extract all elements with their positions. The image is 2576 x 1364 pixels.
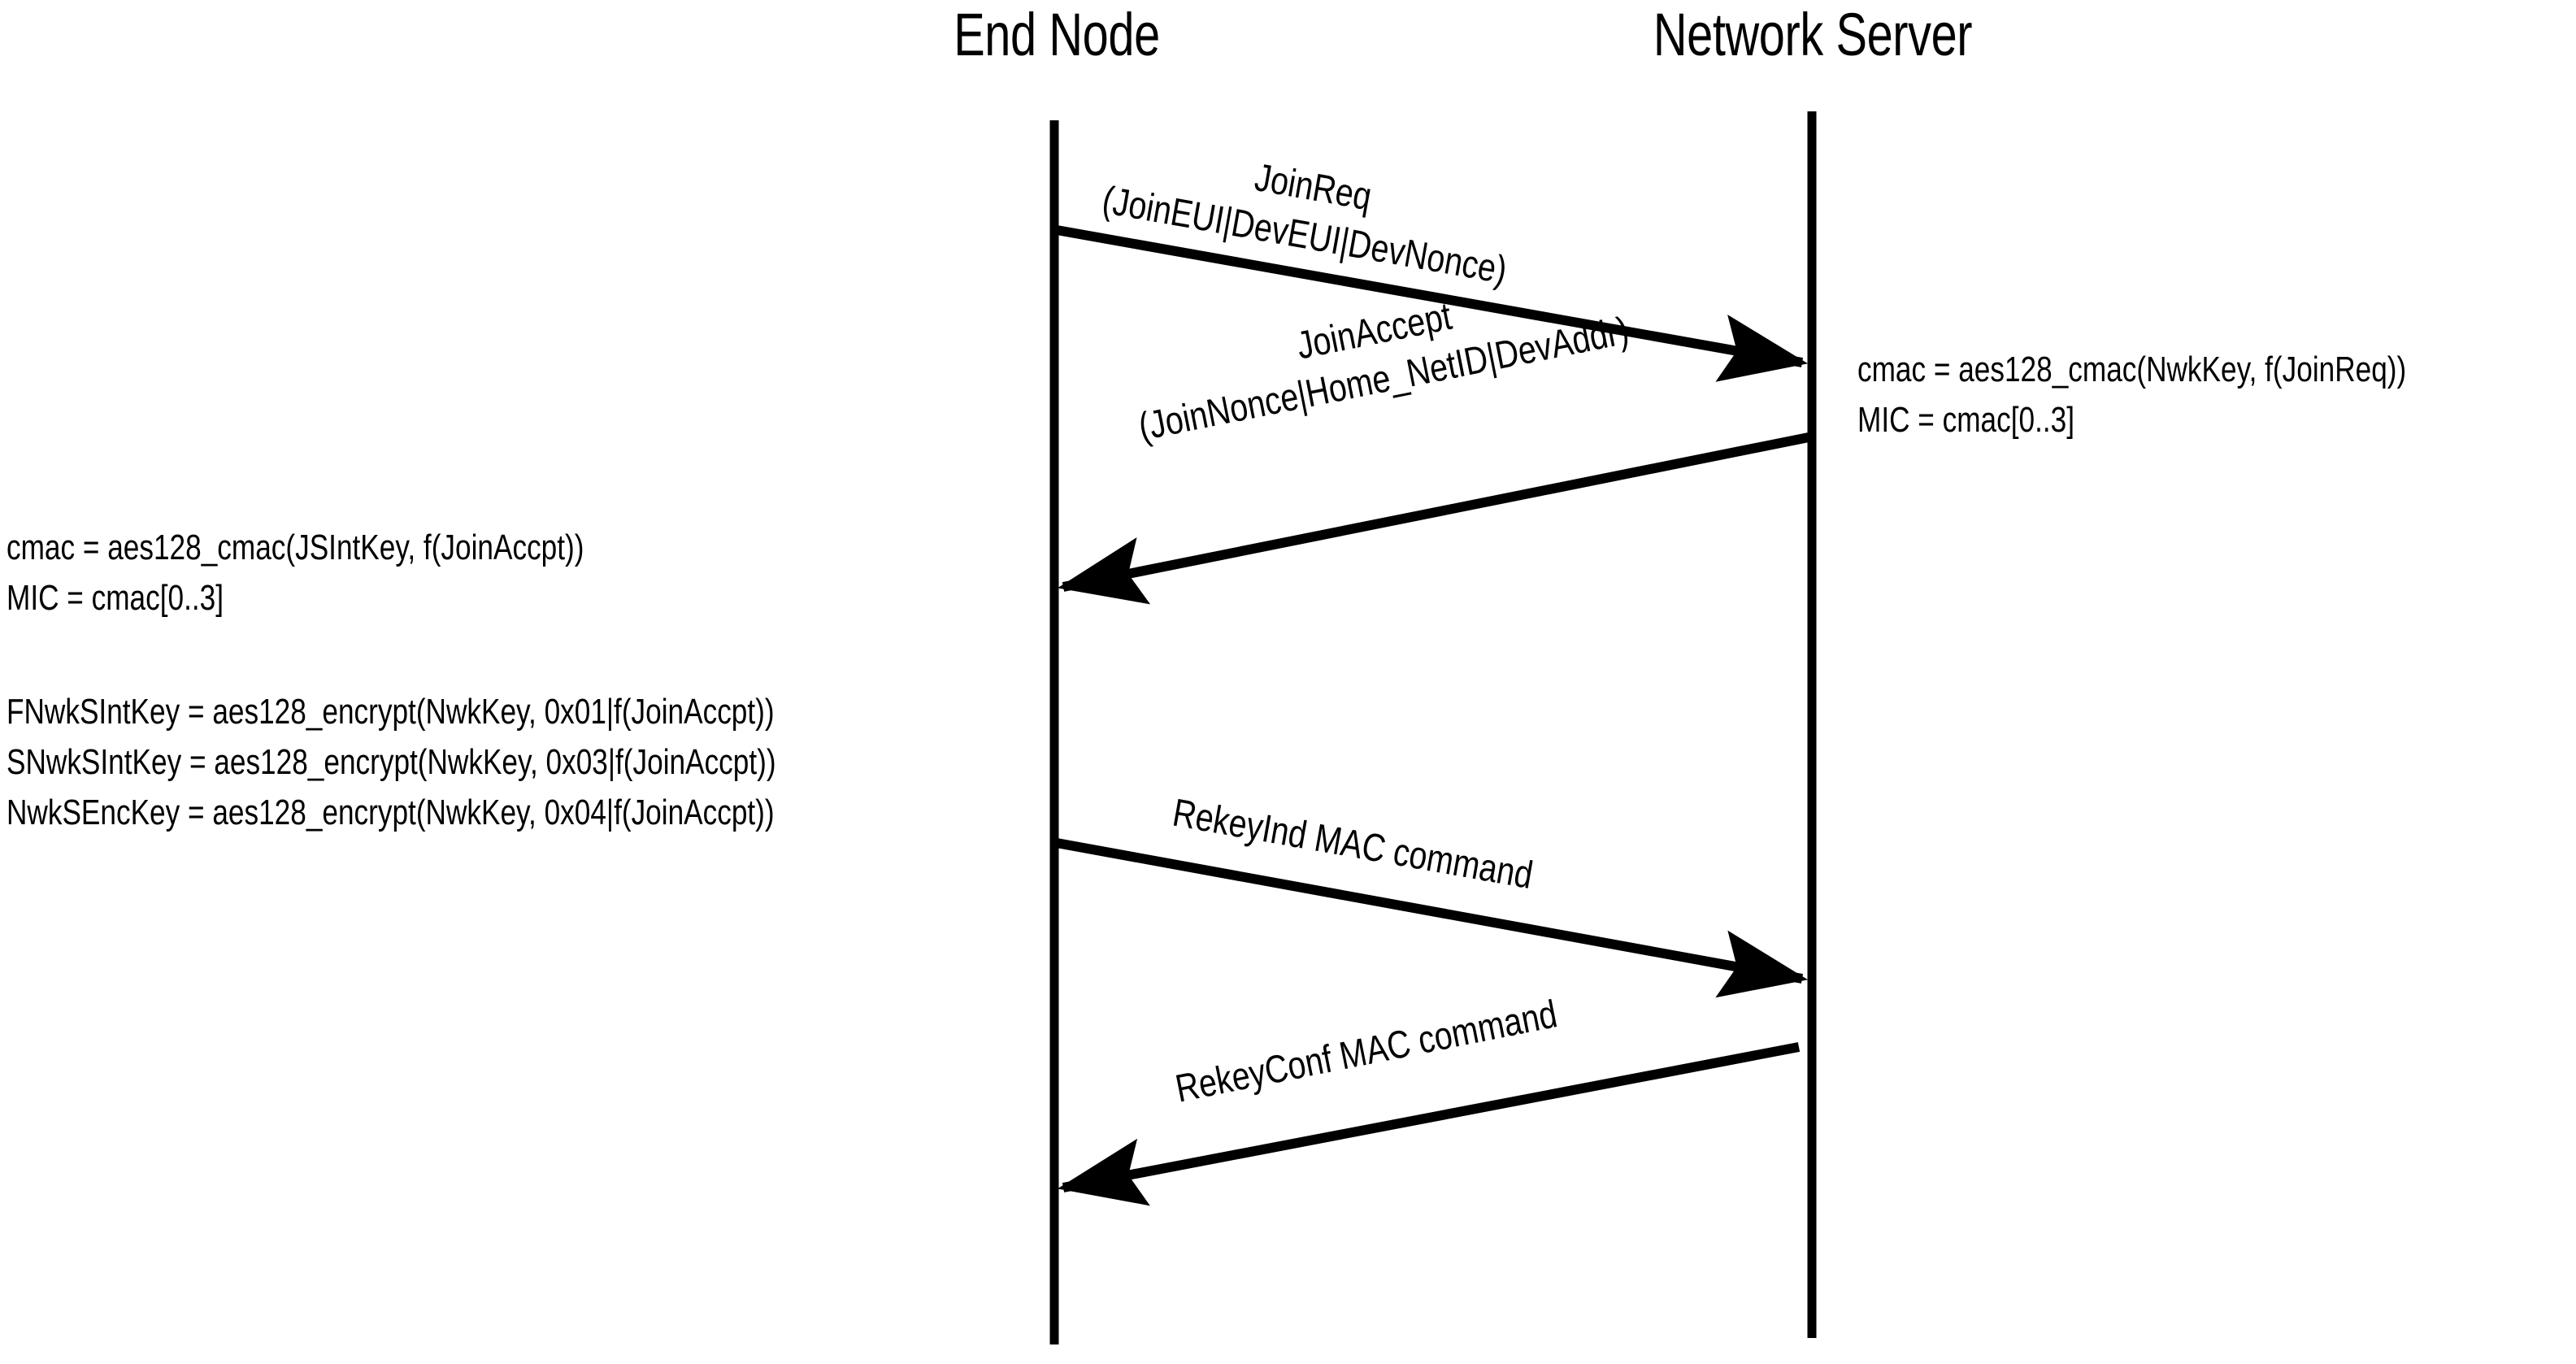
note-end-node-mic-line-2: MIC = cmac[0..3] xyxy=(7,578,224,618)
message-arrow-joinaccept xyxy=(1057,432,1810,605)
note-end-node-session-keys-line-1: FNwkSIntKey = aes128_encrypt(NwkKey, 0x0… xyxy=(7,692,775,732)
note-end-node-session-keys-line-3: NwkSEncKey = aes128_encrypt(NwkKey, 0x04… xyxy=(7,793,775,832)
message-arrow-joinreq xyxy=(1055,225,1809,382)
note-network-server-mic-line-1: cmac = aes128_cmac(NwkKey, f(JoinReq)) xyxy=(1857,350,2407,389)
note-end-node-mic-line-1: cmac = aes128_cmac(JSIntKey, f(JoinAccpt… xyxy=(7,528,584,567)
note-end-node-session-keys: FNwkSIntKey = aes128_encrypt(NwkKey, 0x0… xyxy=(7,687,776,838)
note-end-node-session-keys-line-2: SNwkSIntKey = aes128_encrypt(NwkKey, 0x0… xyxy=(7,742,776,782)
lifeline-header-end-node: End Node xyxy=(954,1,1160,68)
message-arrow-rekeyind xyxy=(1055,838,1809,998)
note-network-server-mic-line-2: MIC = cmac[0..3] xyxy=(1857,400,2075,440)
note-end-node-mic: cmac = aes128_cmac(JSIntKey, f(JoinAccpt… xyxy=(7,523,584,623)
lifeline-header-network-server: Network Server xyxy=(1653,1,1973,68)
message-arrow-rekeyconf xyxy=(1057,1042,1801,1206)
note-network-server-mic: cmac = aes128_cmac(NwkKey, f(JoinReq)) M… xyxy=(1857,345,2406,445)
